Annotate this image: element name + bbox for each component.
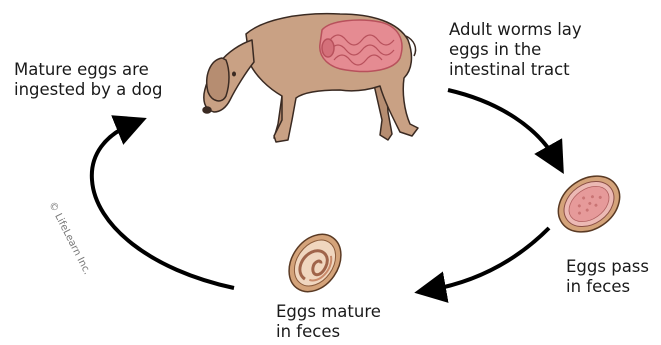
egg-mature-illustration <box>278 224 351 301</box>
caption-line: Eggs mature <box>276 302 381 322</box>
caption-line: ingested by a dog <box>14 80 162 100</box>
caption-line: Eggs pass <box>566 257 649 277</box>
egg-passed-illustration <box>548 165 631 244</box>
caption-eggs-mature: Eggs mature in feces <box>276 302 381 342</box>
arrow-pass-to-mature <box>430 228 549 290</box>
caption-line: Mature eggs are <box>14 60 162 80</box>
caption-line: eggs in the <box>449 40 582 60</box>
arrow-adult-to-pass <box>448 90 556 160</box>
caption-line: in feces <box>566 277 649 297</box>
caption-line: in feces <box>276 322 381 342</box>
dog-illustration <box>203 14 418 142</box>
caption-line: Adult worms lay <box>449 20 582 40</box>
caption-eggs-ingested: Mature eggs are ingested by a dog <box>14 60 162 100</box>
caption-eggs-pass: Eggs pass in feces <box>566 257 649 297</box>
caption-adult-worms: Adult worms lay eggs in the intestinal t… <box>449 20 582 80</box>
caption-line: intestinal tract <box>449 60 582 80</box>
arrow-mature-to-ingest <box>92 124 234 288</box>
